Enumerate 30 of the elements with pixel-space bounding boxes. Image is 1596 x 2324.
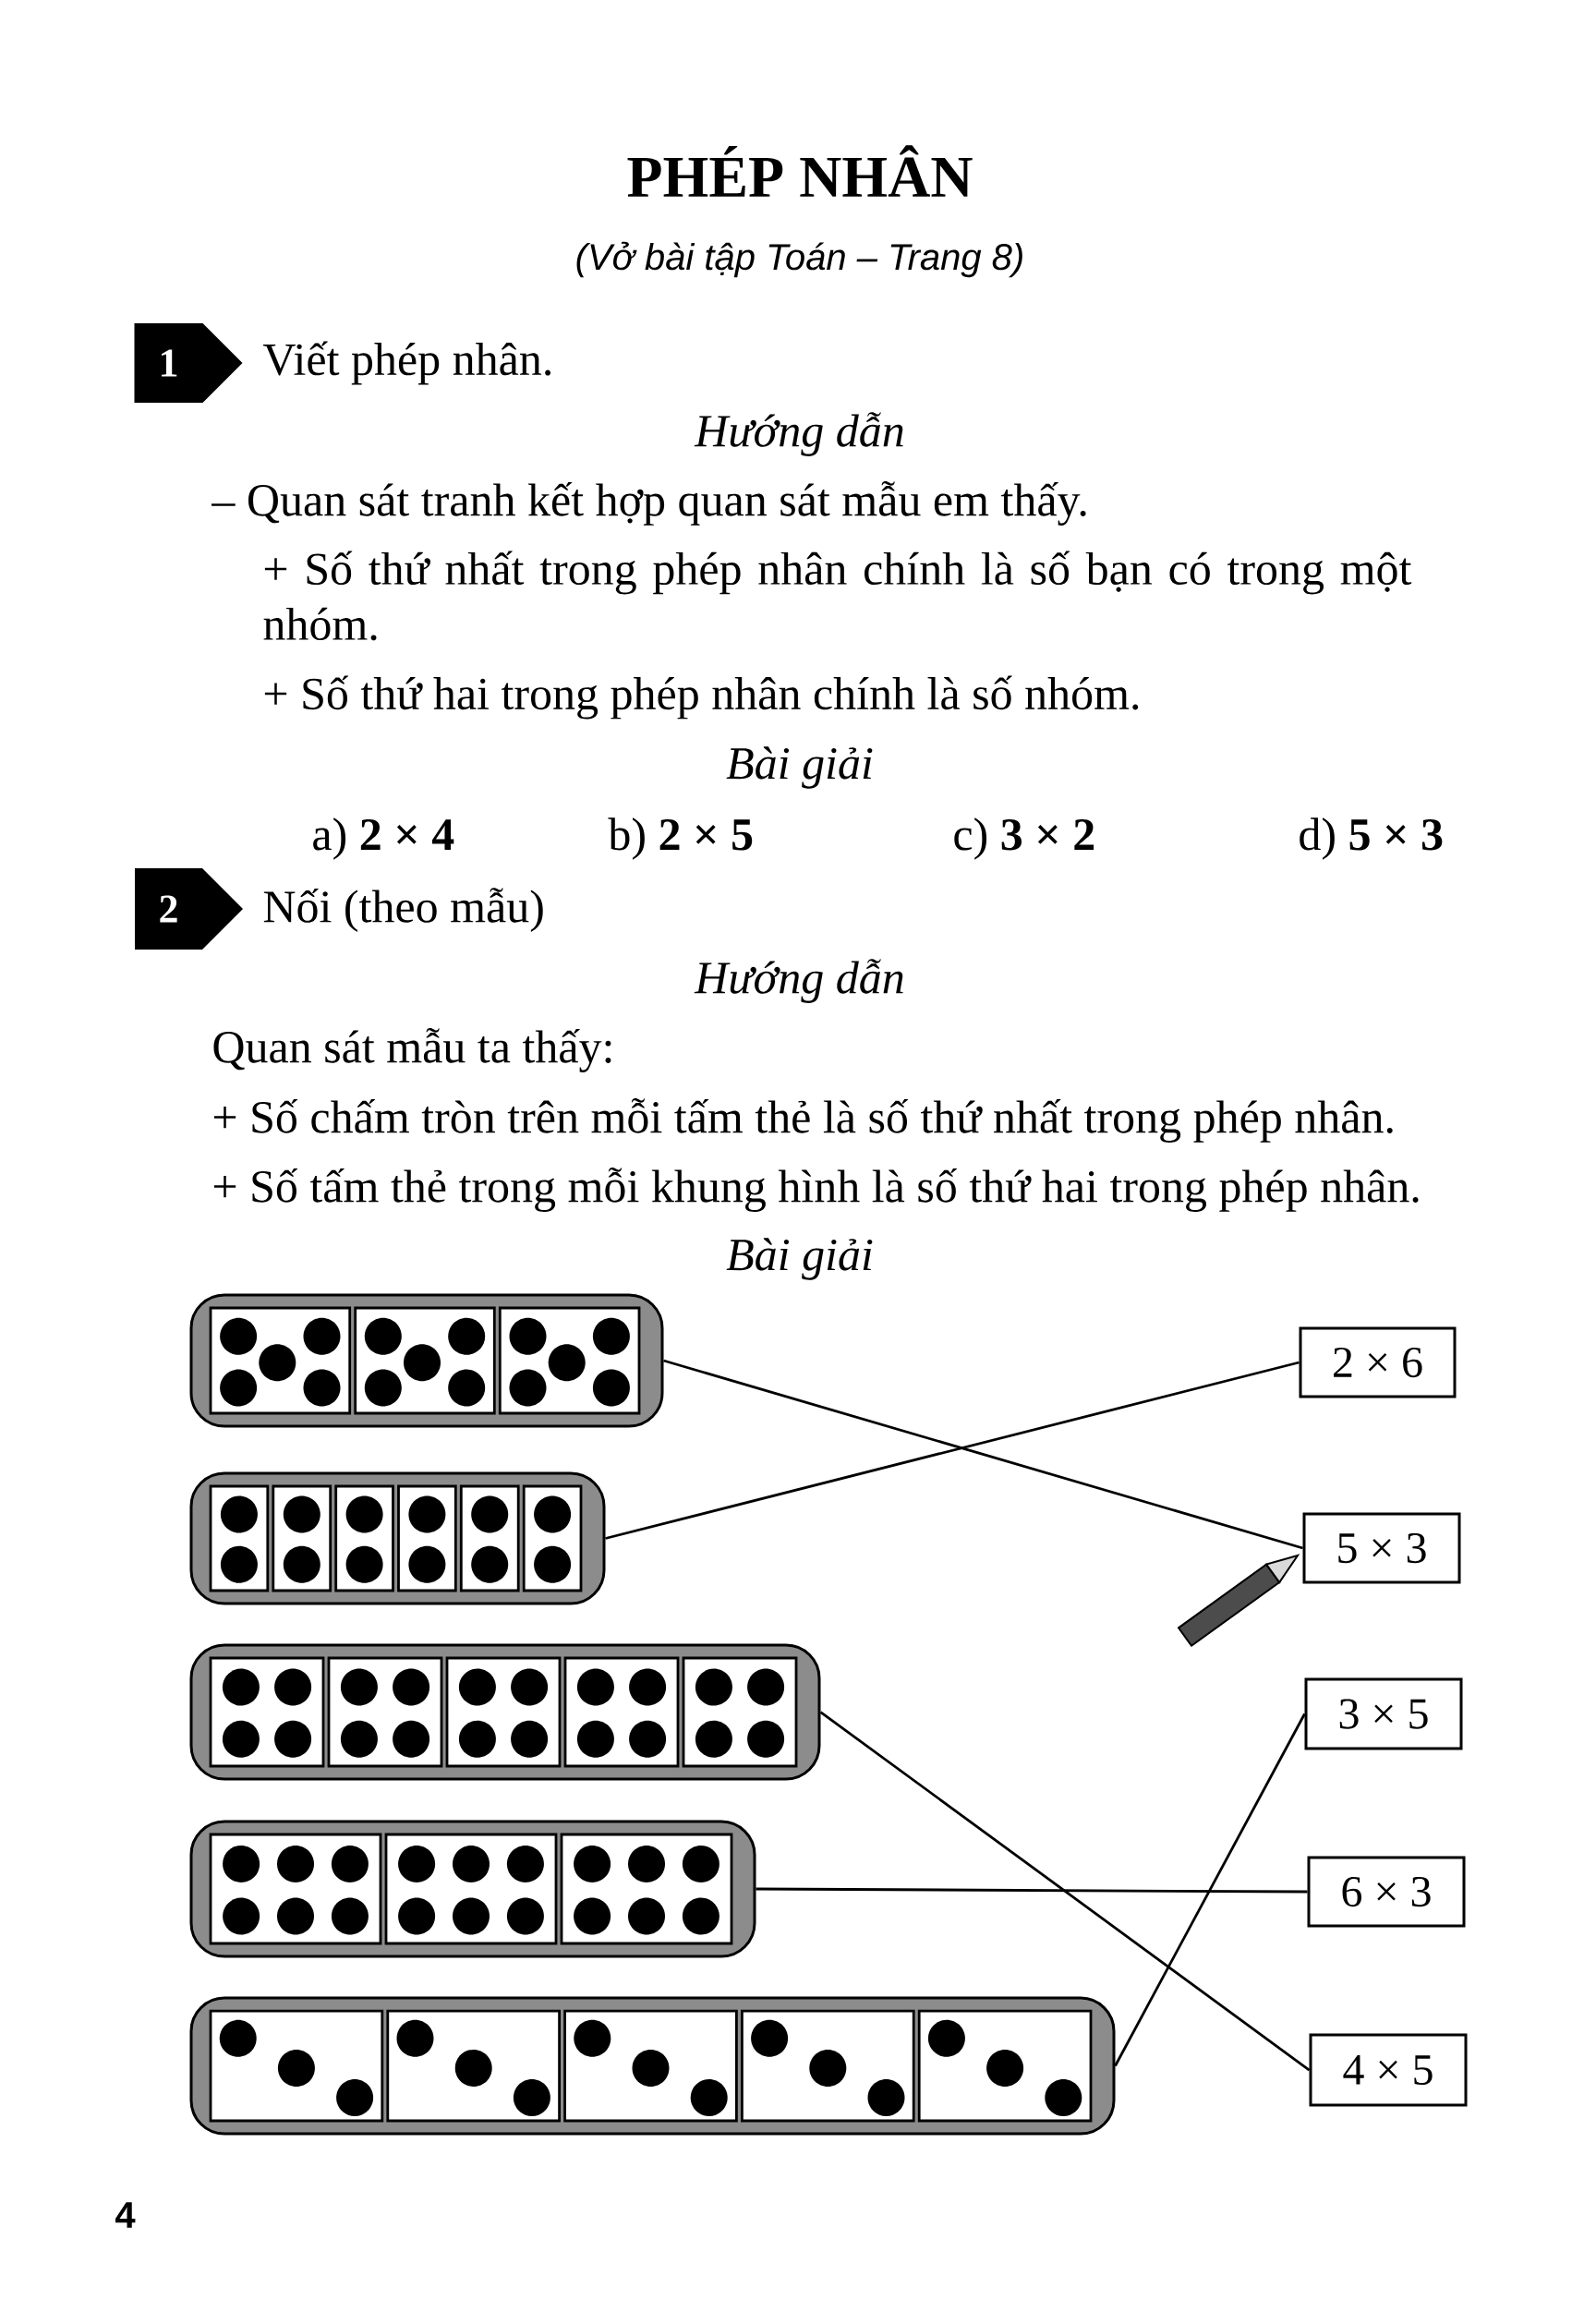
answer-box: 3 × 5: [1304, 1677, 1463, 1750]
dot-card-drawing: [189, 1820, 756, 1958]
connecting-line: [819, 1711, 1311, 2072]
answer-box: 6 × 3: [1307, 1856, 1466, 1928]
instruction-text: + Số chấm tròn trên mỗi tấm thẻ là số thứ nhất trong phép nhân.: [213, 1098, 1393, 1143]
dot-card-drawing: [189, 1643, 821, 1781]
dot-card-drawing: [189, 1293, 664, 1428]
section-heading: Hướng dẫn: [694, 412, 903, 456]
answer-box: 5 × 3: [1302, 1512, 1461, 1584]
instruction-text: Quan sát mẫu ta thấy:: [213, 1028, 611, 1072]
answer-text: c) 3 × 2: [954, 817, 1094, 860]
answer-text: d) 5 × 3: [1300, 817, 1443, 860]
connecting-line: [1114, 1713, 1306, 2067]
answer-box: 4 × 5: [1309, 2033, 1468, 2107]
exercise-number-badge: 1: [134, 323, 243, 403]
instruction-text: – Quan sát tranh kết hợp quan sát mẫu em thấy.: [212, 481, 1086, 526]
connecting-line: [756, 1887, 1308, 1894]
exercise-number-badge: 2: [135, 868, 243, 950]
subtitle: (Vở bài tập Toán – Trang 8): [576, 241, 1022, 278]
instruction-text: + Số tấm thẻ trong mỗi khung hình là số thứ hai trong phép nhân.: [213, 1168, 1419, 1212]
answer-text: b) 2 × 5: [608, 817, 753, 860]
instruction-text: + Số thứ nhất trong phép nhân chính là số bạn có trong một nhóm.: [263, 551, 1412, 641]
dot-card-drawing: [189, 1996, 1116, 2136]
dot-card-drawing: [189, 1471, 606, 1605]
section-heading: Hướng dẫn: [694, 959, 903, 1003]
section-heading: Bài giải: [726, 746, 873, 789]
instruction-text: + Số thứ hai trong phép nhân chính là số nhóm.: [264, 675, 1139, 720]
page-title: PHÉP NHÂN: [627, 145, 973, 197]
answer-box: 2 × 6: [1299, 1326, 1457, 1398]
page-number: 4: [115, 2202, 136, 2228]
